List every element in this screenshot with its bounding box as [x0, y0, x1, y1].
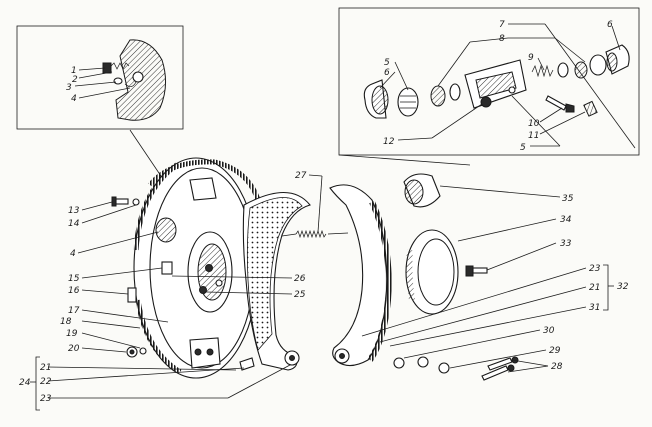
inset-spring	[110, 62, 130, 70]
clip-22	[239, 357, 255, 371]
callout-cyl-11: 11	[528, 131, 539, 141]
anchor-block	[189, 177, 217, 201]
leader-lines	[30, 23, 636, 411]
callout-cyl-5a: 5	[384, 58, 390, 68]
callout-30: 30	[543, 326, 555, 336]
cup-right-2	[574, 61, 588, 79]
washer-30a	[393, 357, 405, 369]
fitting-15	[161, 261, 173, 275]
callout-21-left: 21	[40, 363, 51, 373]
boot-left-face	[371, 85, 389, 115]
callout-31: 31	[589, 303, 600, 313]
callout-inset-1: 1	[71, 66, 77, 76]
piston-right	[589, 54, 607, 76]
callout-16: 16	[68, 286, 80, 296]
washer-14	[132, 198, 140, 206]
callout-20: 20	[68, 344, 80, 354]
inset-leader-to-cylinder	[338, 154, 471, 166]
spring-cylinder	[531, 64, 554, 78]
callout-cyl-5b: 5	[520, 143, 526, 153]
callout-14: 14	[68, 219, 80, 229]
callout-27: 27	[295, 171, 307, 181]
callout-cyl-7: 7	[499, 20, 505, 30]
callout-19: 19	[66, 329, 78, 339]
cup-left-2	[449, 83, 461, 101]
backing-plate	[127, 157, 261, 379]
callout-29: 29	[549, 346, 561, 356]
bottom-anchor	[189, 337, 221, 369]
brake-shoe-right	[329, 184, 392, 367]
bleeder-screw	[545, 95, 575, 113]
wheel-cylinder-assembly	[403, 173, 441, 208]
washer-30c	[438, 362, 450, 374]
callout-cyl-6b: 6	[384, 68, 390, 78]
callout-24: 24	[19, 378, 31, 388]
fitting-16	[127, 287, 137, 303]
cylinder-body	[464, 59, 527, 109]
callout-inset-3: 3	[66, 83, 72, 93]
bolt-33	[465, 265, 488, 277]
callout-cyl-8: 8	[499, 34, 505, 44]
callout-22: 22	[40, 377, 52, 387]
bolt-13	[111, 196, 129, 207]
callout-4: 4	[70, 249, 76, 259]
inset-cup	[113, 77, 123, 85]
callout-cyl-9: 9	[528, 53, 534, 63]
callout-35: 35	[562, 194, 574, 204]
inset-hole	[132, 71, 144, 83]
callout-23-left: 23	[40, 394, 52, 404]
callout-15: 15	[68, 274, 80, 284]
inset-box-left	[16, 25, 184, 183]
return-spring	[281, 229, 349, 239]
inset-box-right	[338, 7, 640, 166]
drum-ring	[405, 229, 459, 315]
callout-21-right: 21	[589, 283, 600, 293]
adjuster-cam	[155, 217, 177, 243]
callout-17: 17	[68, 306, 80, 316]
callout-32: 32	[617, 282, 629, 292]
callout-labels: 1 2 3 4 7 8 6 5 6 9 12 10 11 5 13 14 27 …	[19, 20, 629, 404]
callout-33: 33	[560, 239, 572, 249]
pins-28	[481, 356, 519, 381]
callout-cyl-10: 10	[528, 119, 540, 129]
inset-clip	[124, 81, 137, 87]
callout-inset-4: 4	[71, 94, 77, 104]
callout-inset-2: 2	[72, 75, 78, 85]
callout-cyl-12: 12	[383, 137, 395, 147]
callout-28: 28	[551, 362, 563, 372]
bleeder-cap	[583, 100, 598, 117]
washer-30b	[417, 356, 429, 368]
callout-25: 25	[294, 290, 306, 300]
washer-19	[139, 347, 147, 355]
callout-cyl-6a: 6	[607, 20, 613, 30]
cup-right	[557, 62, 569, 78]
callout-23-right: 23	[589, 264, 601, 274]
brake-shoe-left	[242, 192, 311, 371]
callout-34: 34	[560, 215, 572, 225]
callout-26: 26	[294, 274, 306, 284]
cup-left	[430, 85, 446, 107]
callout-13: 13	[68, 206, 80, 216]
callout-18: 18	[60, 317, 72, 327]
